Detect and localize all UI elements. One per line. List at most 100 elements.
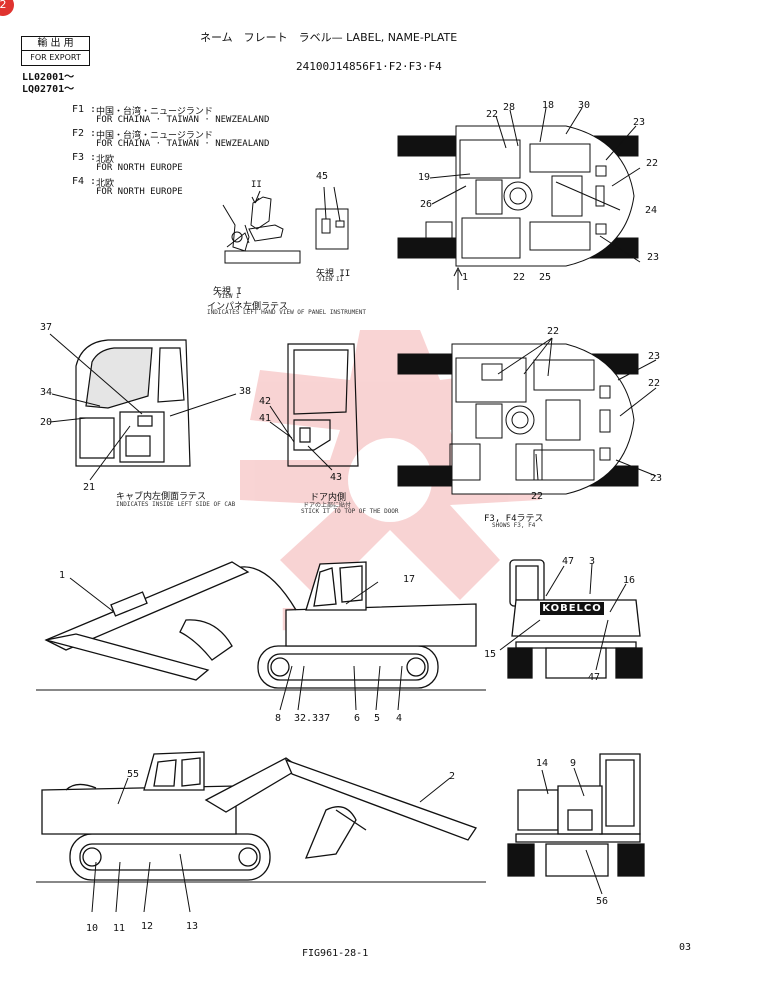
page-title: ネーム フレート ラベル— LABEL, NAME-PLATE [200,31,458,44]
callout-18: 18 [542,100,555,111]
callout-22: 22 [513,272,526,283]
callout-13: 13 [186,921,199,932]
brand-label: KOBELCO [542,603,602,614]
callout-22: 22 [547,326,560,337]
callout-43: 43 [330,472,343,483]
view-i-desc-jp: インパネ左側ラテス [207,302,289,312]
variant-jp: 北欧 [96,155,115,165]
callout-1: 1 [462,272,469,283]
door-desc-en: STICK IT TO TOP OF THE DOOR [301,508,399,515]
callout-4: 4 [396,713,403,724]
callout-5: 5 [374,713,381,724]
page-badge-label: 2 [0,0,7,11]
callout-55: 55 [127,769,140,780]
callout-19: 19 [418,172,431,183]
callout-38: 38 [239,386,252,397]
view-i-seat-drawing [205,185,305,270]
callout-22: 22 [486,109,499,120]
callout-42: 42 [259,396,272,407]
door-desc-jp: ドア内側 [310,493,347,503]
view-i-title-en: VIEW I [218,293,240,300]
callout-23: 23 [647,252,660,263]
callout-26: 26 [420,199,433,210]
view-i-title-jp: 矢視 I [213,287,242,297]
rear-callout-lines [480,560,660,680]
cab-desc-en: INDICATES INSIDE LEFT SIDE OF CAB [116,501,236,508]
callout-23: 23 [650,473,663,484]
variant-code: F4 : [72,176,97,187]
variant-jp: 中国・台湾・ニュージランド [96,107,213,117]
excavator-side-view-left [36,550,486,700]
top-plan-view-middle [396,340,646,500]
f3f4-desc-en: SHOWS F3, F4 [492,522,536,529]
callout-8: 8 [275,713,282,724]
variant-code: F1 : [72,104,97,115]
view-i-arrow-label: II [251,180,262,190]
view-i-desc-en: INDICATES LEFT HAND VIEW OF PANEL INSTRU… [207,309,366,316]
top-plan-upper-callouts [410,96,670,286]
callout-20: 20 [40,417,53,428]
callout-17: 17 [403,574,416,585]
side-right-callout-lines [80,770,460,920]
callout-24: 24 [645,205,658,216]
variant-code: F3 : [72,152,97,163]
f3f4-desc-jp: F3, F4ラテス [484,514,544,524]
variant-jp: 北欧 [96,179,115,189]
export-box-jp: 輸 出 用 [22,37,89,51]
callout-14: 14 [536,758,549,769]
view-ii-panel-drawing [312,185,352,255]
callout-47: 47 [588,672,601,683]
callout-32-337: 32.337 [294,713,331,724]
callout-23: 23 [648,351,661,362]
variant-code: F2 : [72,128,97,139]
door-callout-lines [262,396,352,476]
view-ii-title-en: VIEW II [318,276,344,283]
callout-25: 25 [539,272,552,283]
excavator-front-view [506,750,646,885]
brand-plate: KOBELCO [540,602,604,615]
door-desc-jp2: ドアの上部に貼付 [303,502,352,509]
callout-12: 12 [141,921,154,932]
callout-47: 47 [562,556,575,567]
serial-1: LL02001〜 [22,72,75,83]
callout-6: 6 [354,713,361,724]
callout-30: 30 [578,100,591,111]
callout-41: 41 [259,413,272,424]
view-ii-title-jp: 矢視 II [316,269,351,279]
cab-desc-jp: キャブ内左側面ラテス [116,492,207,502]
callout-3: 3 [589,556,596,567]
callout-10: 10 [86,923,99,934]
callout-56: 56 [596,896,609,907]
cab-callout-lines [40,326,250,496]
callout-22: 22 [646,158,659,169]
callout-28: 28 [503,102,516,113]
callout-23: 23 [633,117,646,128]
side-left-callout-lines [60,570,430,720]
callout-16: 16 [623,575,636,586]
door-drawing [284,340,364,470]
view-ii-callout-45: 45 [316,171,329,182]
figure-id: FIG961-28-1 [302,948,369,959]
page-badge: 2 [0,0,14,16]
callout-11: 11 [113,923,126,934]
serial-2: LQ02701〜 [22,84,75,95]
top-plan-middle-callout-lines [470,330,670,490]
front-callout-lines [520,760,640,900]
variant-en: FOR NORTH EUROPE [96,187,183,197]
variant-en: FOR CHAINA · TAIWAN · NEWZEALAND [96,139,270,149]
callout-22: 22 [531,491,544,502]
export-box: 輸 出 用 FOR EXPORT [21,36,90,66]
callout-22: 22 [648,378,661,389]
callout-2: 2 [449,771,456,782]
variant-en: FOR NORTH EUROPE [96,163,183,173]
export-box-en: FOR EXPORT [30,53,81,62]
callout-37: 37 [40,322,53,333]
page-number: 03 [679,942,692,953]
excavator-side-view-right [36,750,486,890]
callout-9: 9 [570,758,577,769]
variant-jp: 中国・台湾・ニュージランド [96,131,213,141]
cab-interior-drawing [68,336,198,476]
callout-34: 34 [40,387,53,398]
callout-15: 15 [484,649,497,660]
callout-21: 21 [83,482,96,493]
